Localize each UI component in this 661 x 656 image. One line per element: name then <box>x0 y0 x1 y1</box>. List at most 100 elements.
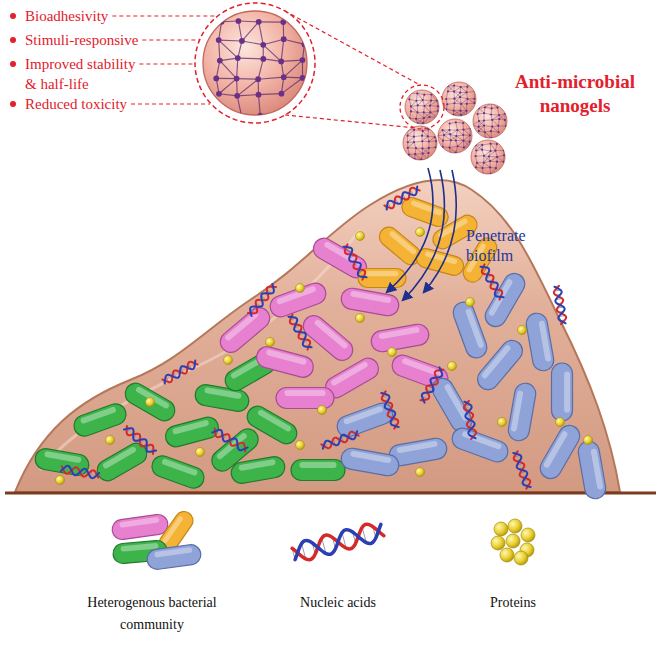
nanogel-body <box>403 126 437 160</box>
crosslink-node <box>483 112 485 114</box>
crosslink-node <box>496 161 498 163</box>
crosslink <box>456 140 464 141</box>
nucleic-acid <box>123 425 157 455</box>
dna-strand <box>479 264 505 301</box>
crosslink <box>482 144 490 145</box>
legend-text: Nucleic acids <box>273 592 403 614</box>
crosslink-node <box>491 126 493 128</box>
crosslink <box>454 87 461 92</box>
crosslink <box>492 115 499 120</box>
crosslink-node <box>449 133 451 135</box>
bacterium-shine <box>172 419 209 434</box>
leader-line <box>131 103 210 104</box>
bacterium-shine <box>366 271 399 276</box>
crosslink <box>478 127 484 132</box>
crosslink <box>456 136 463 141</box>
crosslink <box>485 132 492 138</box>
crosslink <box>423 154 428 160</box>
crosslink <box>454 93 460 99</box>
crosslink-node <box>489 150 491 152</box>
crosslink <box>477 163 483 168</box>
crosslink <box>456 122 458 130</box>
crosslink-node <box>466 86 468 88</box>
nucleic-acid <box>380 391 400 429</box>
crosslink <box>424 101 431 106</box>
crosslink <box>219 79 237 94</box>
crosslink <box>219 40 238 58</box>
crosslink-node <box>422 152 424 154</box>
bacterium <box>525 312 556 373</box>
crosslink <box>467 103 475 105</box>
nucleic-acid <box>291 521 385 564</box>
crosslink <box>408 147 416 148</box>
crosslink <box>242 41 263 45</box>
dna-strand <box>553 286 567 325</box>
dna-strand <box>384 185 421 211</box>
crosslink <box>437 135 443 140</box>
dna-strand <box>321 430 359 450</box>
crosslink <box>443 140 451 141</box>
crosslink <box>422 136 428 141</box>
protein <box>296 441 305 450</box>
crosslink <box>219 40 242 42</box>
bacterium-shine <box>543 430 569 469</box>
crosslink <box>474 91 476 98</box>
dna-strand <box>287 314 313 351</box>
bacterium <box>414 247 465 278</box>
nucleic-acid <box>512 451 532 489</box>
dna-strand <box>61 465 100 479</box>
bacterium <box>216 303 274 356</box>
crosslink <box>456 122 463 124</box>
bacterium <box>536 422 583 483</box>
crosslink-node <box>300 57 306 63</box>
bacterium-shine <box>119 517 159 528</box>
crosslink-node <box>449 122 451 124</box>
crosslink <box>414 141 422 143</box>
crosslink <box>423 117 429 123</box>
crosslink-node <box>504 113 506 115</box>
crosslink <box>479 126 484 132</box>
dna-strand <box>419 367 445 404</box>
dna-strand <box>123 425 157 455</box>
crosslink-node <box>429 116 431 118</box>
legend-item: Proteins <box>458 592 568 614</box>
bacterium-cell <box>552 363 573 421</box>
crosslink-node <box>473 98 475 100</box>
dna-strand <box>212 427 249 453</box>
protein <box>448 362 457 371</box>
crosslink-node <box>484 137 486 139</box>
crosslink-node <box>256 19 262 25</box>
crosslink <box>484 125 492 127</box>
crosslink-node <box>455 152 457 154</box>
crosslink-node <box>503 149 505 151</box>
protein <box>584 436 593 445</box>
crosslink <box>476 155 484 156</box>
crosslink-node <box>491 107 493 109</box>
crosslink-node <box>420 124 422 126</box>
crosslink <box>491 114 499 116</box>
bacterium <box>450 299 490 361</box>
biofilm-highlight <box>40 230 360 470</box>
crosslink <box>423 131 428 136</box>
bacterium <box>291 460 345 481</box>
nanogel-body <box>473 104 507 138</box>
crosslink-node <box>430 99 432 101</box>
crosslink-node <box>423 94 425 96</box>
bacterium <box>71 401 129 439</box>
legend-text: Proteins <box>458 592 568 614</box>
crosslink-node <box>441 129 443 131</box>
bacterium-cell <box>299 311 357 364</box>
crosslink-node <box>239 38 245 44</box>
crosslink <box>258 59 263 79</box>
protein <box>466 298 475 307</box>
crosslink <box>450 148 456 153</box>
dna-strand <box>123 425 157 455</box>
crosslink-node <box>504 119 506 121</box>
crosslink-node <box>455 121 457 123</box>
crosslink <box>429 141 436 142</box>
bacterium-cell <box>449 425 511 465</box>
crosslink-node <box>413 129 415 131</box>
protein <box>500 548 514 562</box>
